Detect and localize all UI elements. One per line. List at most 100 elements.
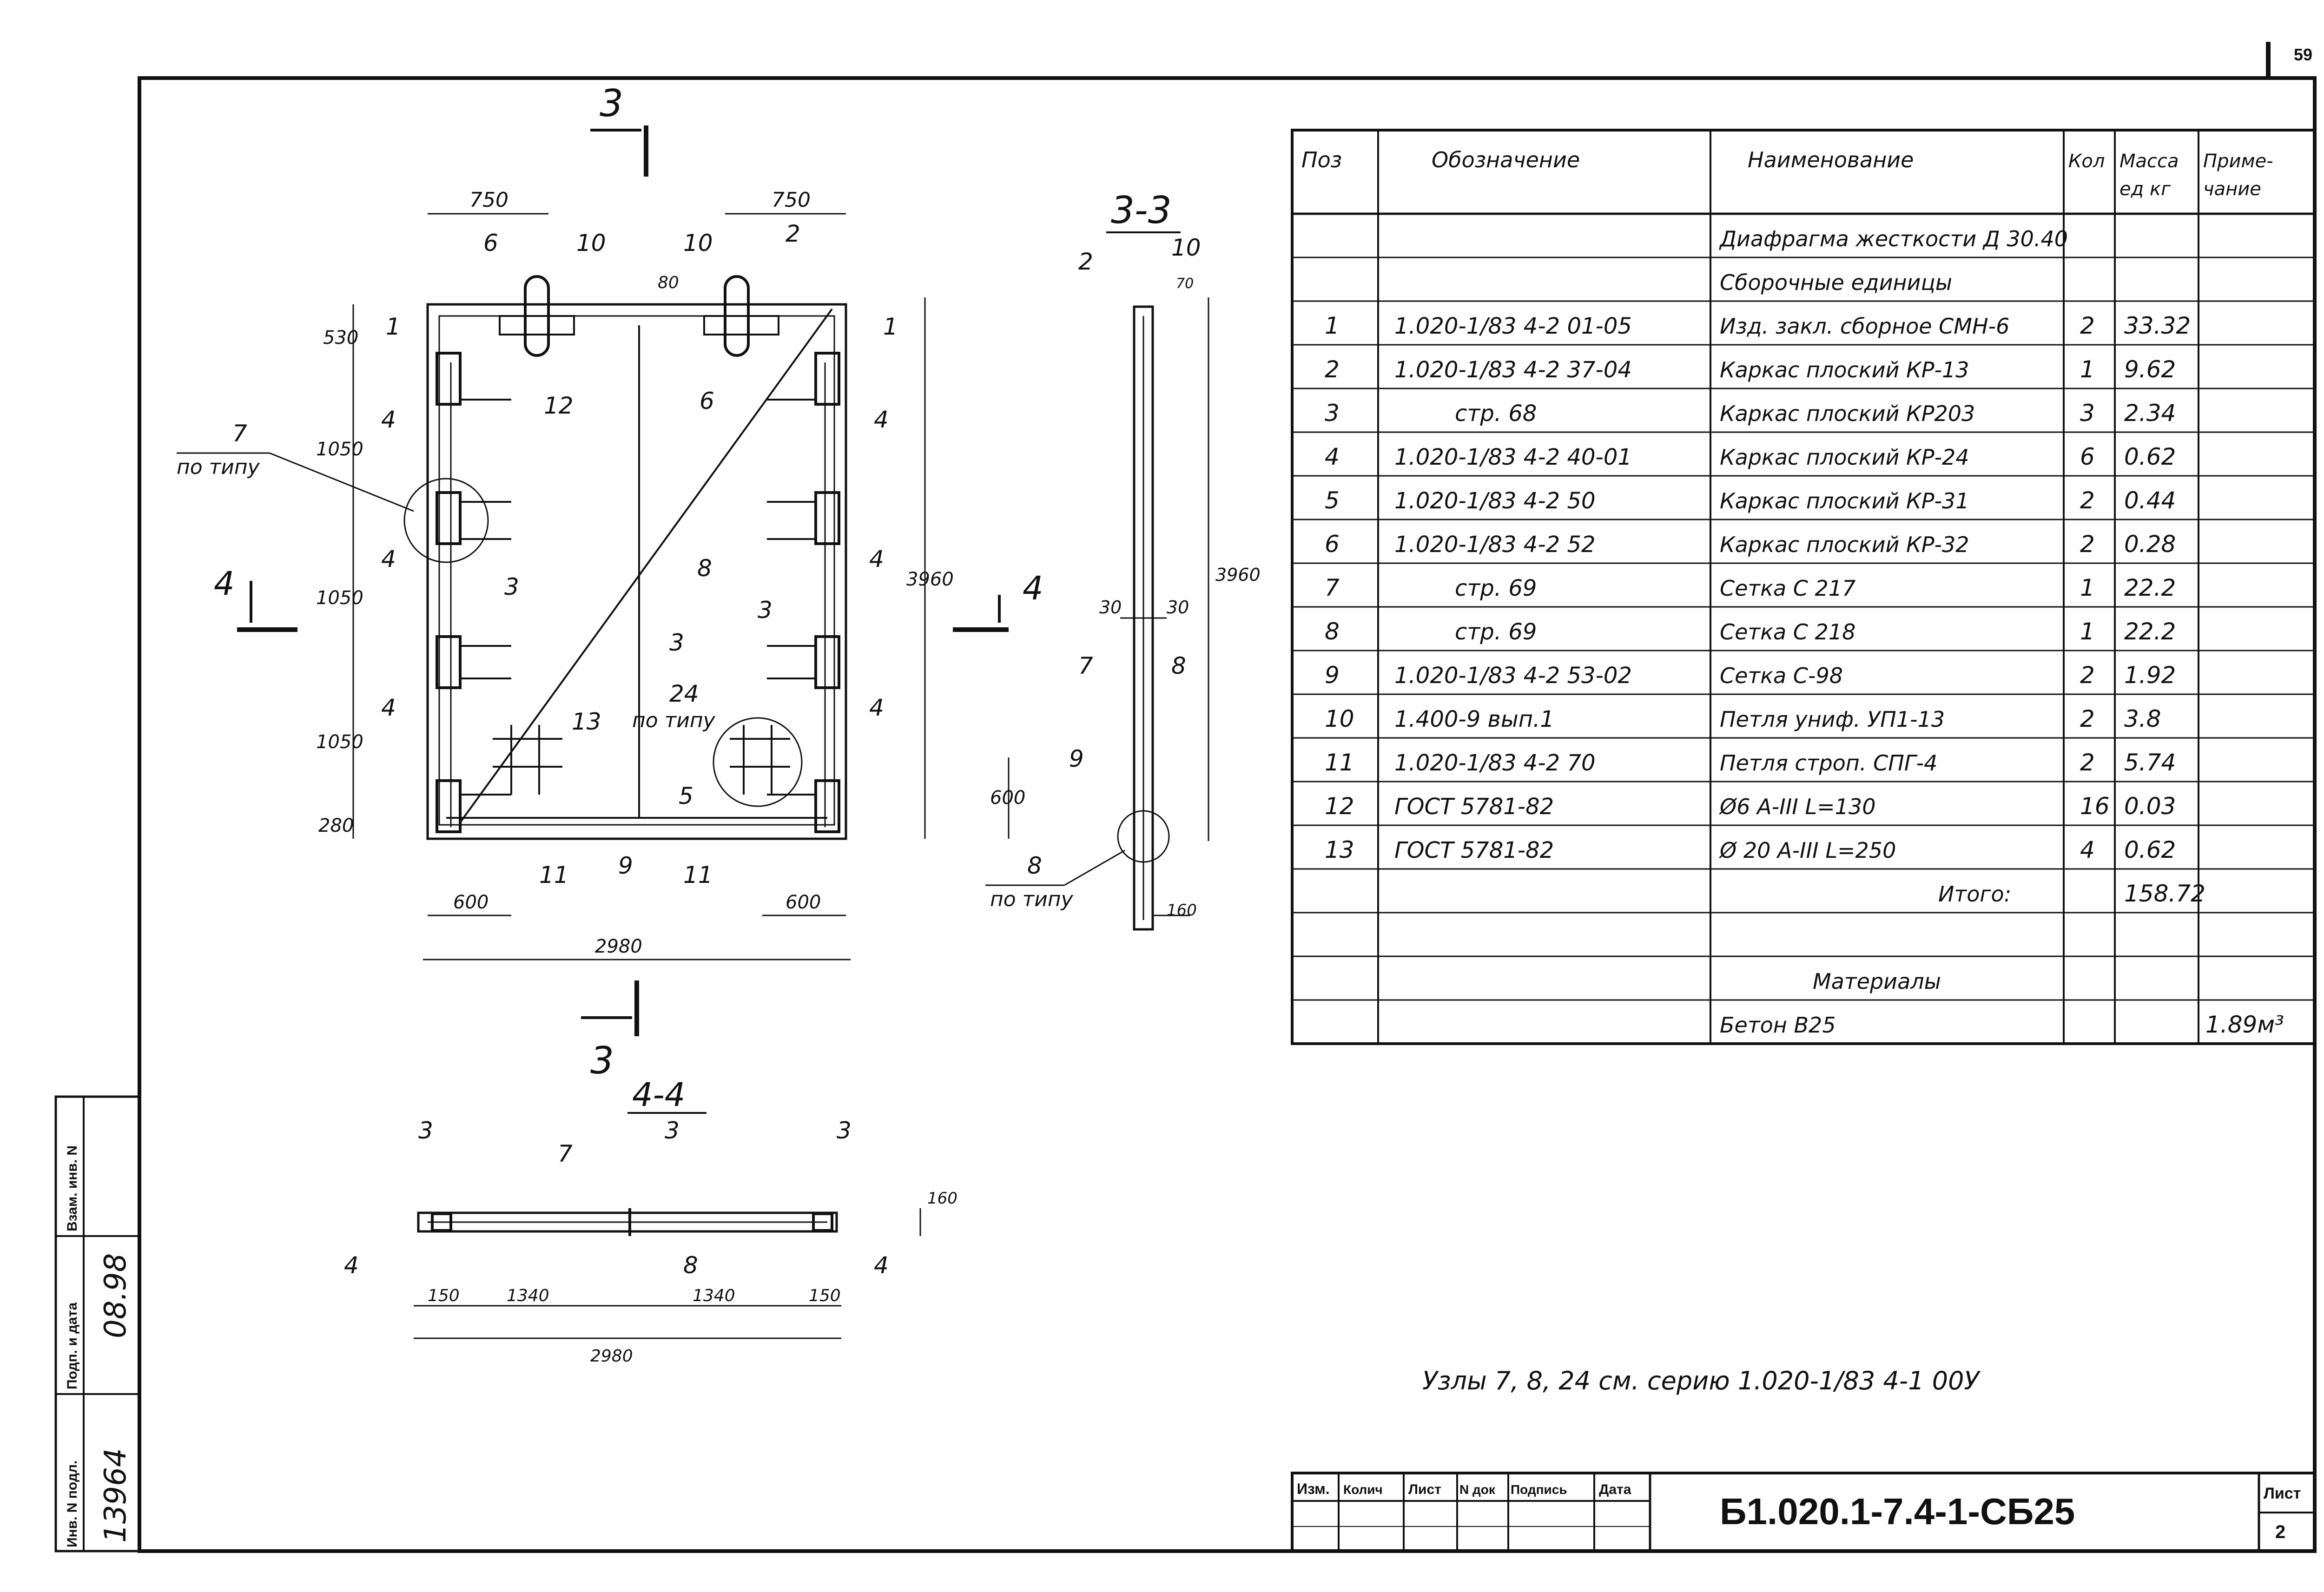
spec-cell-pos: 9: [1325, 662, 1340, 689]
spec-table-frame: [1291, 129, 2316, 1045]
section-3-3: 3-3 30 30 3960 160 70 2 10 7 8 9 8 по ти…: [985, 189, 1261, 931]
spec-cell-mass: 9.62: [2124, 356, 2176, 383]
spec-cell-note: 1.89м³: [2205, 1011, 2284, 1038]
dim-bottom-right: 600: [786, 892, 821, 913]
spec-cell-qty: 2: [2080, 487, 2095, 514]
callout-6-left: 6: [483, 230, 498, 257]
stamp-sign-label: Подп. и дата: [65, 1302, 80, 1389]
spec-cell-pos: 5: [1325, 487, 1340, 514]
spec-cell-name: Ø 20 A-III L=250: [1719, 838, 1896, 863]
dim-left-3: 1050: [316, 587, 363, 609]
callout-24: 24: [669, 680, 699, 707]
spec-cell-mass: 5.74: [2124, 749, 2176, 776]
sec33-callout-7: 7: [1078, 652, 1093, 679]
spec-cell-mass: 2.34: [2124, 400, 2176, 427]
spec-cell-qty: 6: [2080, 443, 2095, 470]
spec-cell-mass: 1.92: [2124, 662, 2176, 689]
spec-cell-designation: 1.020-1/83 4-2 50: [1394, 488, 1596, 514]
callout-10-right: 10: [683, 230, 713, 257]
dim-left-5: 280: [318, 815, 354, 836]
front-view: 3 3 4 4: [177, 82, 1043, 1082]
tb-col-izm: Изм.: [1297, 1480, 1330, 1497]
side-stamp: Инв. N подл. Подп. и дата Взам. инв. N 1…: [54, 1095, 141, 1553]
sec44-dim-1340-left: 1340: [507, 1286, 549, 1305]
spec-cell-name: Изд. закл. сборное СМН-6: [1720, 314, 2009, 339]
section-marker-4-right: 4: [1023, 569, 1043, 607]
spec-cell-mass: 0.62: [2124, 443, 2176, 470]
sec33-callout-2: 2: [1078, 248, 1093, 275]
sec44-callout-3-left: 3: [418, 1117, 433, 1144]
sec33-dim-30-left: 30: [1099, 597, 1122, 618]
callout-12: 12: [544, 392, 574, 419]
spec-cell-qty: 2: [2080, 662, 2095, 689]
section-4-4: 4-4 150 1340 1340 150 2980 160 3 3 3 7 8…: [344, 1076, 957, 1366]
spec-cell-mass: 0.44: [2124, 487, 2176, 514]
sec33-note: по типу: [990, 888, 1074, 911]
callout-4-d: 4: [869, 546, 884, 572]
dim-top-left: 750: [469, 188, 508, 212]
callout-11-right: 11: [683, 862, 713, 888]
spec-header-3-line-0: Кол: [2068, 151, 2105, 172]
sec44-dim-150-left: 150: [428, 1286, 460, 1305]
spec-cell-mass: 3.8: [2124, 705, 2161, 732]
callout-9: 9: [618, 852, 633, 879]
callout-4-a: 4: [381, 406, 396, 433]
callout-24-note: по типу: [632, 709, 716, 732]
dim-total: 2980: [595, 936, 642, 957]
spec-cell-name: Сетка С 217: [1720, 576, 1855, 601]
spec-cell-designation: 1.020-1/83 4-2 52: [1394, 532, 1596, 558]
dim-left-2: 1050: [316, 439, 363, 460]
spec-cell-pos: 1: [1325, 312, 1340, 339]
nodes-note: Узлы 7, 8, 24 см. серию 1.020-1/83 4-1 0…: [1422, 1366, 1981, 1395]
callout-2: 2: [786, 220, 800, 247]
spec-cell-name: Каркас плоский КР203: [1720, 401, 1975, 426]
dim-bottom-left: 600: [453, 892, 489, 913]
callout-5: 5: [679, 783, 693, 809]
spec-cell-name: Сетка С-98: [1720, 663, 1843, 688]
callout-6-right: 6: [700, 388, 714, 414]
sec33-dim-top: 70: [1176, 276, 1194, 292]
stamp-replace-label: Взам. инв. N: [65, 1145, 80, 1231]
callout-4-c: 4: [381, 546, 396, 572]
spec-cell-mass: 22.2: [2124, 574, 2176, 601]
callout-13: 13: [572, 708, 601, 735]
callout-4-f: 4: [869, 694, 884, 721]
doc-code: Б1.020.1-7.4-1-СБ25: [1720, 1491, 2075, 1532]
spec-cell-qty: 2: [2080, 749, 2095, 776]
panel-outline: [426, 303, 847, 840]
tb-col-list: Лист: [1408, 1482, 1441, 1497]
sec33-callout-8-bottom: 8: [1027, 852, 1042, 879]
callout-3-c: 3: [758, 597, 772, 624]
spec-cell-mass: 0.03: [2124, 793, 2176, 820]
spec-cell-designation: 1.020-1/83 4-2 37-04: [1394, 357, 1632, 383]
spec-cell-name: Итого:: [1938, 882, 2011, 907]
dim-right: 3960: [906, 569, 954, 590]
spec-cell-designation: 1.400-9 вып.1: [1394, 706, 1554, 732]
spec-cell-name: Диафрагма жесткости Д 30.40: [1719, 226, 2068, 251]
spec-header-0-line-0: Поз: [1301, 147, 1342, 172]
spec-header-4-line-0: Масса: [2119, 151, 2179, 172]
spec-cell-pos: 8: [1325, 618, 1340, 645]
tb-col-ndok: N док: [1459, 1482, 1496, 1497]
callout-11-left: 11: [539, 862, 569, 888]
sec33-callout-10: 10: [1171, 234, 1201, 261]
spec-cell-qty: 2: [2080, 705, 2095, 732]
spec-cell-designation: ГОСТ 5781-82: [1394, 794, 1554, 820]
dim-left-1: 530: [323, 327, 358, 349]
title-block: Изм. Колич Лист N док Подпись Дата Б1.02…: [1291, 1472, 2316, 1553]
spec-cell-name: Каркас плоский КР-13: [1720, 357, 1969, 382]
sec44-callout-7: 7: [558, 1140, 573, 1167]
callout-4-e: 4: [381, 694, 396, 721]
callout-3-a: 3: [504, 573, 519, 600]
dim-top-right: 750: [772, 188, 811, 212]
spec-cell-mass: 158.72: [2124, 880, 2205, 907]
spec-cell-designation: ГОСТ 5781-82: [1394, 837, 1554, 863]
sec44-callout-3-right: 3: [837, 1117, 852, 1144]
stamp-inv-label: Инв. N подл.: [65, 1460, 80, 1547]
spec-cell-pos: 2: [1325, 356, 1340, 383]
anchor-bars: [493, 725, 790, 795]
dim-top-small: 80: [658, 273, 679, 292]
tb-col-kolich: Колич: [1343, 1482, 1383, 1497]
sec44-dim-total: 2980: [590, 1347, 633, 1366]
